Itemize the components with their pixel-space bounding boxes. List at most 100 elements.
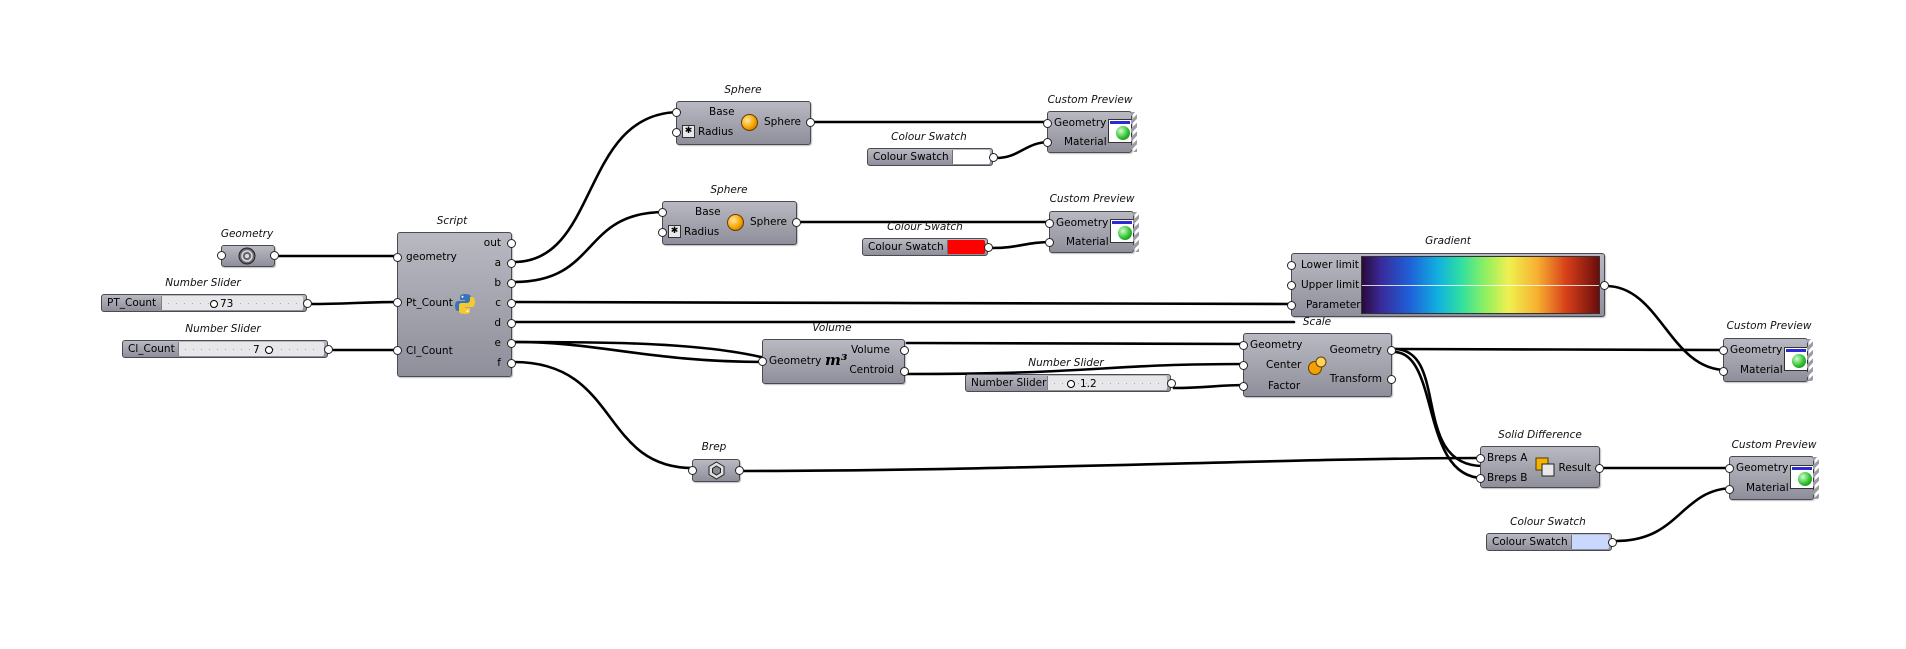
wire xyxy=(994,140,1052,160)
output-grip[interactable] xyxy=(900,367,909,376)
input-grip[interactable] xyxy=(1719,367,1728,376)
slider-scale[interactable]: Number Slider 1.2 xyxy=(965,374,1176,392)
slider-scale-track[interactable]: 1.2 xyxy=(1047,376,1167,390)
output-grip[interactable] xyxy=(1387,375,1396,384)
swatch2-color[interactable] xyxy=(947,240,985,254)
wire xyxy=(990,240,1054,250)
solid-difference-component[interactable]: Breps A Breps B Result xyxy=(1476,446,1604,488)
input-grip[interactable] xyxy=(1725,464,1734,473)
input-grip[interactable] xyxy=(217,251,226,260)
input-grip[interactable] xyxy=(758,357,767,366)
input-grip[interactable] xyxy=(1239,341,1248,350)
colour-swatch-3[interactable]: Colour Swatch xyxy=(1486,533,1617,551)
slider-cl[interactable]: Cl_Count 7 xyxy=(122,340,333,358)
input-grip[interactable] xyxy=(1725,485,1734,494)
swatch1-color[interactable] xyxy=(952,150,990,164)
custom-preview-1[interactable]: Geometry Material xyxy=(1043,111,1137,153)
input-grip[interactable] xyxy=(393,346,402,355)
scale-component[interactable]: Geometry Center Factor Geometry Transfor… xyxy=(1239,333,1396,397)
input-grip[interactable] xyxy=(672,128,681,137)
output-grip[interactable] xyxy=(303,299,312,308)
script-input-cl-count: Cl_Count xyxy=(406,345,453,357)
script-component[interactable]: geometry Pt_Count Cl_Count out a b c d e… xyxy=(393,232,516,377)
output-grip[interactable] xyxy=(792,218,801,227)
input-grip[interactable] xyxy=(1719,346,1728,355)
output-grip[interactable] xyxy=(900,346,909,355)
volume-icon: m³ xyxy=(825,351,848,369)
input-grip[interactable] xyxy=(658,228,667,237)
output-grip[interactable] xyxy=(806,118,815,127)
custom-preview-3[interactable]: Geometry Material xyxy=(1719,338,1813,382)
jagged-edge xyxy=(1131,112,1137,152)
colour-swatch-1[interactable]: Colour Swatch xyxy=(867,148,998,166)
output-grip[interactable] xyxy=(507,279,516,288)
slider-cl-track[interactable]: 7 xyxy=(178,342,324,356)
output-grip[interactable] xyxy=(507,259,516,268)
preview-icon xyxy=(1108,119,1132,143)
volume-component[interactable]: Geometry m³ Volume Centroid xyxy=(758,339,909,384)
brep-param[interactable] xyxy=(688,459,744,482)
gradient-display[interactable] xyxy=(1361,256,1600,314)
sphere2-input-radius: Radius xyxy=(684,226,720,238)
output-grip[interactable] xyxy=(1167,379,1176,388)
sphere1-component[interactable]: Base ✱ Radius Sphere xyxy=(672,101,815,145)
custom-preview-2[interactable]: Geometry Material xyxy=(1045,211,1139,253)
input-grip[interactable] xyxy=(1287,281,1296,290)
custom-preview-4[interactable]: Geometry Material xyxy=(1725,456,1819,500)
input-grip[interactable] xyxy=(393,298,402,307)
preview1-input-material: Material xyxy=(1064,136,1107,148)
input-grip[interactable] xyxy=(1287,261,1296,270)
wire xyxy=(512,360,695,470)
swatch3-color[interactable] xyxy=(1571,535,1609,549)
output-grip[interactable] xyxy=(270,251,279,260)
input-grip[interactable] xyxy=(1287,301,1296,310)
output-grip[interactable] xyxy=(507,339,516,348)
geometry-param[interactable] xyxy=(217,245,279,267)
input-grip[interactable] xyxy=(1476,454,1485,463)
swatch3-label: Colour Swatch xyxy=(1492,536,1568,548)
output-grip[interactable] xyxy=(324,345,333,354)
input-grip[interactable] xyxy=(688,466,697,475)
wire xyxy=(1392,350,1485,480)
slider-cl-knob[interactable] xyxy=(265,346,273,354)
solid-diff-input-b: Breps B xyxy=(1487,472,1528,484)
input-grip[interactable] xyxy=(393,253,402,262)
output-grip[interactable] xyxy=(984,243,993,252)
colour-swatch-2[interactable]: Colour Swatch xyxy=(862,238,993,256)
output-grip[interactable] xyxy=(507,319,516,328)
sphere2-component[interactable]: Base ✱ Radius Sphere xyxy=(658,201,801,245)
input-grip[interactable] xyxy=(1045,219,1054,228)
output-grip[interactable] xyxy=(1608,538,1617,547)
gradient-center-line xyxy=(1362,285,1599,286)
wire xyxy=(512,210,667,284)
output-grip[interactable] xyxy=(735,466,744,475)
gradient-input-upper: Upper limit xyxy=(1301,279,1360,291)
script-input-pt-count: Pt_Count xyxy=(406,297,453,309)
gradient-component[interactable]: Lower limit Upper limit Parameter xyxy=(1287,253,1609,317)
input-grip[interactable] xyxy=(1239,382,1248,391)
input-grip[interactable] xyxy=(672,108,681,117)
slider-pt[interactable]: PT_Count 73 xyxy=(101,294,312,312)
output-grip[interactable] xyxy=(1595,464,1604,473)
input-grip[interactable] xyxy=(1476,474,1485,483)
slider-scale-knob[interactable] xyxy=(1067,380,1075,388)
output-grip[interactable] xyxy=(1600,281,1609,290)
output-grip[interactable] xyxy=(507,359,516,368)
sphere-icon xyxy=(741,114,758,131)
sphere-icon xyxy=(727,214,744,231)
slider-pt-knob[interactable] xyxy=(210,300,218,308)
output-grip[interactable] xyxy=(507,239,516,248)
output-grip[interactable] xyxy=(1387,346,1396,355)
input-grip[interactable] xyxy=(658,208,667,217)
preview-icon xyxy=(1110,219,1134,243)
input-grip[interactable] xyxy=(1045,238,1054,247)
output-grip[interactable] xyxy=(507,299,516,308)
solid-difference-icon xyxy=(1535,457,1555,477)
input-grip[interactable] xyxy=(1043,138,1052,147)
volume-input-geometry: Geometry xyxy=(769,355,822,367)
slider-pt-track[interactable]: 73 xyxy=(161,296,303,310)
output-grip[interactable] xyxy=(989,153,998,162)
input-grip[interactable] xyxy=(1043,119,1052,128)
input-grip[interactable] xyxy=(1239,361,1248,370)
